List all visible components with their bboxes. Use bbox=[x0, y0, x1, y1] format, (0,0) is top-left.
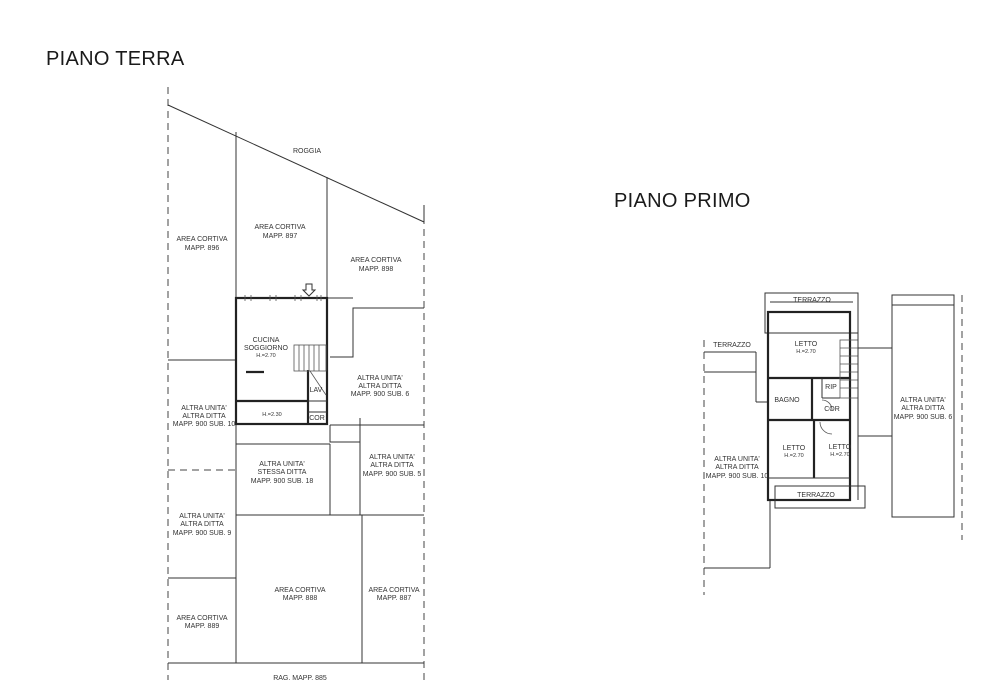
svg-text:MAPP. 900 SUB. 10: MAPP. 900 SUB. 10 bbox=[706, 473, 769, 480]
svg-text:MAPP. 887: MAPP. 887 bbox=[377, 595, 412, 602]
label-au10-primo: ALTRA UNITA' bbox=[714, 456, 759, 463]
svg-text:ALTRA DITTA: ALTRA DITTA bbox=[370, 462, 414, 469]
label-ac896: AREA CORTIVA bbox=[176, 236, 227, 243]
svg-text:ALTRA DITTA: ALTRA DITTA bbox=[358, 383, 402, 390]
stair-primo bbox=[839, 339, 859, 399]
label-letto3: LETTO bbox=[829, 444, 852, 451]
svg-text:MAPP. 900 SUB. 18: MAPP. 900 SUB. 18 bbox=[251, 478, 314, 485]
svg-text:MAPP. 898: MAPP. 898 bbox=[359, 266, 394, 273]
svg-text:ALTRA DITTA: ALTRA DITTA bbox=[715, 464, 759, 471]
svg-text:MAPP. 889: MAPP. 889 bbox=[185, 623, 220, 630]
svg-text:H.=2.70: H.=2.70 bbox=[796, 349, 815, 355]
label-au10-terra: ALTRA UNITA' bbox=[181, 405, 226, 412]
label-ac898: AREA CORTIVA bbox=[350, 257, 401, 264]
label-terrazzo-left: TERRAZZO bbox=[713, 342, 751, 349]
svg-text:MAPP. 888: MAPP. 888 bbox=[283, 595, 318, 602]
label-h230: H.=2.30 bbox=[262, 412, 281, 418]
label-au9: ALTRA UNITA' bbox=[179, 513, 224, 520]
svg-text:H.=2.70: H.=2.70 bbox=[256, 353, 275, 359]
label-roggia: ROGGIA bbox=[293, 148, 321, 155]
label-au5: ALTRA UNITA' bbox=[369, 454, 414, 461]
label-lav: LAV bbox=[310, 387, 323, 394]
roggia-line bbox=[167, 104, 425, 223]
label-ac897: AREA CORTIVA bbox=[254, 224, 305, 231]
label-letto1: LETTO bbox=[795, 341, 818, 348]
piano-primo-title: PIANO PRIMO bbox=[614, 190, 751, 212]
piano-primo-plan: TERRAZZO TERRAZZO TERRAZZO LETTO H.=2.70… bbox=[703, 292, 963, 595]
svg-text:STESSA DITTA: STESSA DITTA bbox=[258, 469, 307, 476]
entrance-arrow-icon bbox=[301, 283, 317, 297]
label-cucina: CUCINA bbox=[253, 337, 280, 344]
piano-terra-title: PIANO TERRA bbox=[46, 48, 185, 70]
label-letto2: LETTO bbox=[783, 445, 806, 452]
label-cor-terra: COR bbox=[309, 415, 325, 422]
label-ac889: AREA CORTIVA bbox=[176, 615, 227, 622]
svg-text:H.=2.70: H.=2.70 bbox=[784, 453, 803, 459]
unit-walls bbox=[234, 296, 329, 426]
svg-text:MAPP. 900 SUB. 5: MAPP. 900 SUB. 5 bbox=[363, 471, 422, 478]
label-ac888: AREA CORTIVA bbox=[274, 587, 325, 594]
svg-text:H.=2.70: H.=2.70 bbox=[830, 452, 849, 458]
label-au6-terra: ALTRA UNITA' bbox=[357, 375, 402, 382]
label-rip: RIP bbox=[825, 384, 837, 391]
label-rag: RAG. MAPP. 885 bbox=[273, 675, 327, 682]
svg-text:ALTRA DITTA: ALTRA DITTA bbox=[182, 413, 226, 420]
svg-text:MAPP. 900 SUB. 6: MAPP. 900 SUB. 6 bbox=[351, 391, 410, 398]
label-cor-primo: COR bbox=[824, 406, 840, 413]
svg-text:SOGGIORNO: SOGGIORNO bbox=[244, 345, 289, 352]
primo-unit-walls bbox=[766, 310, 852, 502]
label-ac887: AREA CORTIVA bbox=[368, 587, 419, 594]
label-au6-primo: ALTRA UNITA' bbox=[900, 397, 945, 404]
svg-text:MAPP. 900 SUB. 6: MAPP. 900 SUB. 6 bbox=[894, 414, 953, 421]
label-terrazzo-bottom: TERRAZZO bbox=[797, 492, 835, 499]
piano-terra-plan: ROGGIA AREA CORTIVA MAPP. 896 AREA CORTI… bbox=[167, 87, 425, 682]
svg-text:MAPP. 900 SUB. 9: MAPP. 900 SUB. 9 bbox=[173, 530, 232, 537]
stair-terra bbox=[293, 344, 327, 396]
svg-text:MAPP. 900 SUB. 10: MAPP. 900 SUB. 10 bbox=[173, 421, 236, 428]
svg-text:MAPP. 897: MAPP. 897 bbox=[263, 233, 298, 240]
label-au18: ALTRA UNITA' bbox=[259, 461, 304, 468]
label-bagno: BAGNO bbox=[774, 397, 800, 404]
svg-text:ALTRA DITTA: ALTRA DITTA bbox=[180, 521, 224, 528]
label-terrazzo-top: TERRAZZO bbox=[793, 297, 831, 304]
svg-text:MAPP. 896: MAPP. 896 bbox=[185, 245, 220, 252]
svg-text:ALTRA DITTA: ALTRA DITTA bbox=[901, 405, 945, 412]
